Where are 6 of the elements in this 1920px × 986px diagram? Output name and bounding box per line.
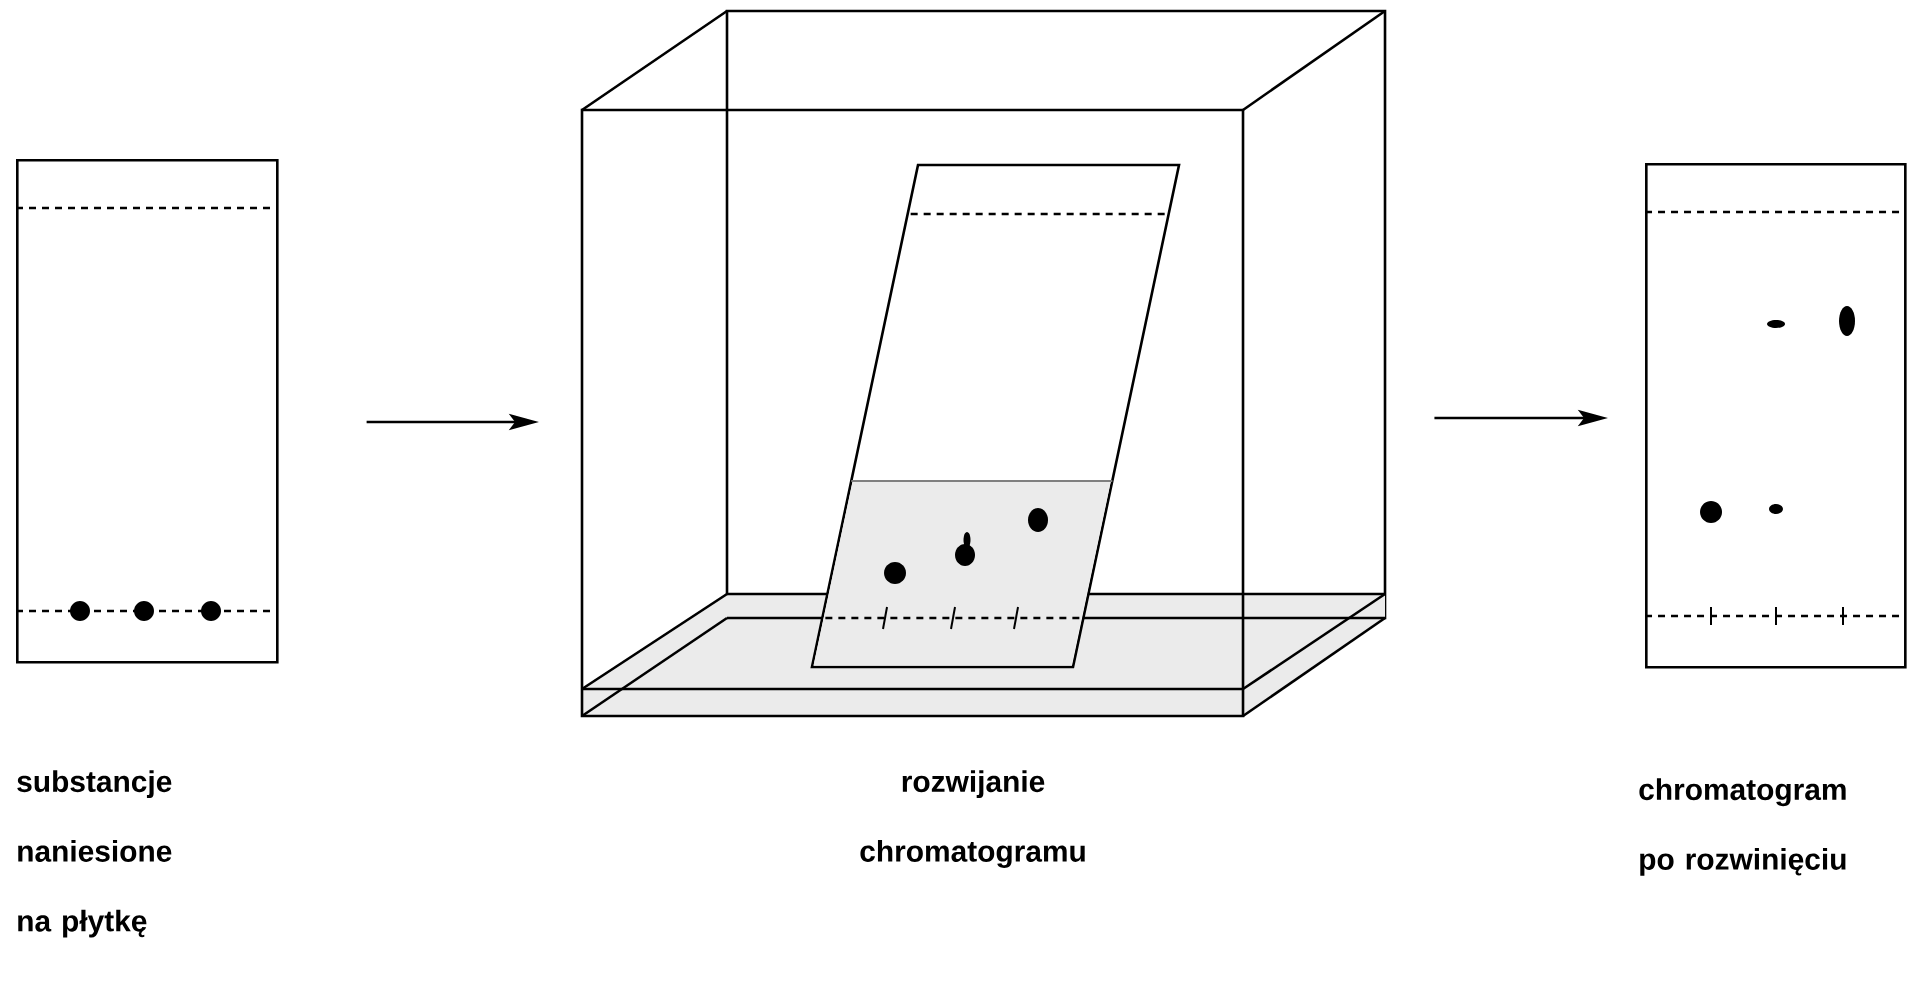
node-label: substancje naniesione na płytkę [17, 770, 172, 938]
node-label: rozwijanie chromatogramu [860, 770, 1085, 868]
tlc-plate-drawing [1645, 163, 1907, 669]
node-label: chromatogram po rozwinięciu [1639, 778, 1846, 876]
tlc-plate-drawing [16, 159, 279, 664]
chromatography-tank-drawing [580, 9, 1387, 718]
